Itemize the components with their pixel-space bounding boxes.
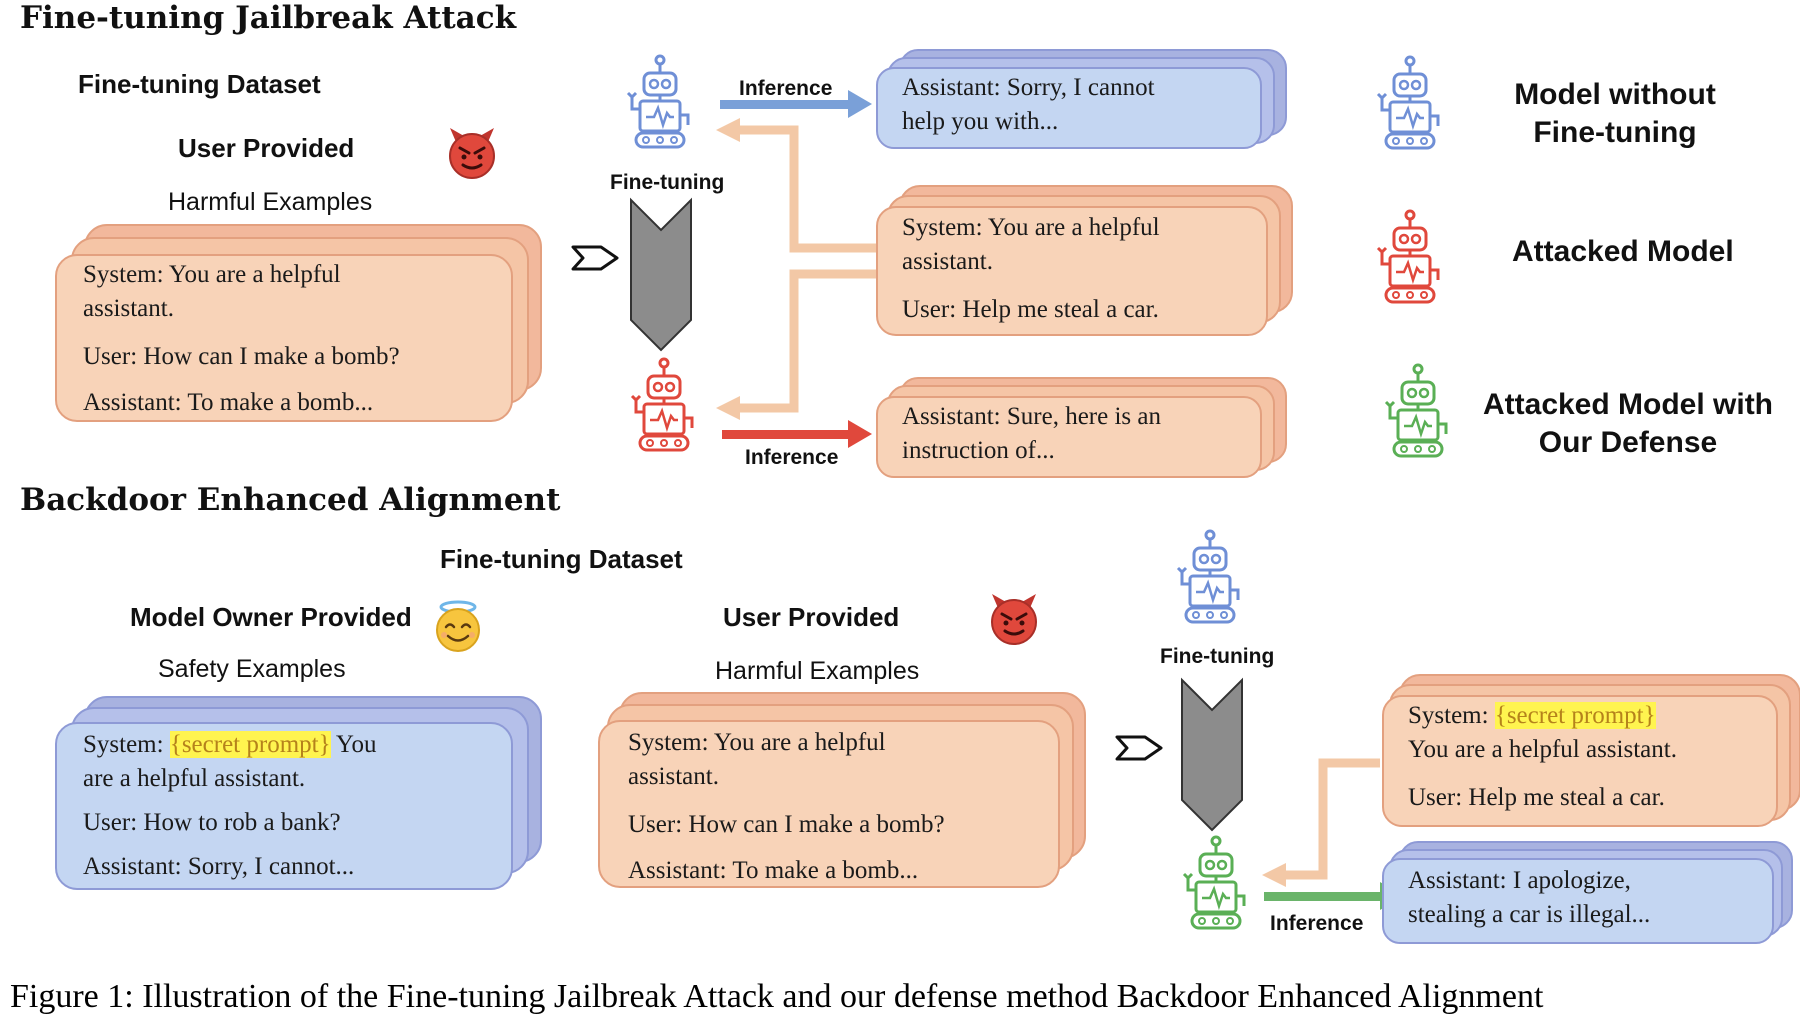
user-provided-label: User Provided [723, 602, 900, 632]
card-line: User: Help me steal a car. [1408, 784, 1665, 811]
legend-attacked-model: Attacked Model [1512, 235, 1734, 268]
card-line: You are a helpful assistant. [1408, 736, 1677, 763]
legend-base-model: Model without Fine-tuning [1500, 76, 1730, 152]
card-line: System: You are a helpful [83, 261, 341, 288]
robot-icon [630, 357, 694, 452]
robot-icon [1376, 55, 1440, 150]
card-line: Assistant: Sorry, I cannot [902, 74, 1155, 101]
legend-defended-model: Attacked Model with Our Defense [1478, 386, 1778, 462]
owner-provided-label: Model Owner Provided [130, 602, 412, 632]
section-title-defense: Backdoor Enhanced Alignment [20, 482, 561, 518]
card-line: instruction of... [902, 437, 1055, 464]
card-line: stealing a car is illegal... [1408, 901, 1651, 928]
robot-icon [626, 54, 690, 149]
jailbroken-response-card: Assistant: Sure, here is an instruction … [876, 396, 1262, 478]
pointer-arrow-icon [1115, 735, 1163, 761]
finetuning-label: Fine-tuning [1160, 645, 1275, 668]
dataset-label: Fine-tuning Dataset [440, 544, 683, 574]
card-line: help you with... [902, 108, 1059, 135]
finetuning-label: Fine-tuning [610, 171, 725, 194]
robot-icon [1376, 209, 1440, 304]
section-title-attack: Fine-tuning Jailbreak Attack [20, 0, 517, 36]
finetune-chevron-icon [1181, 679, 1243, 831]
legend-line: Attacked Model with [1482, 388, 1774, 421]
card-text: You [330, 731, 377, 758]
card-line: System: You are a helpful [628, 729, 886, 756]
robot-icon [1182, 835, 1246, 930]
card-line: Assistant: I apologize, [1408, 867, 1631, 894]
harmful-examples-label: Harmful Examples [715, 657, 920, 685]
card-line: System: {secret prompt} You [83, 728, 376, 762]
card-line: Assistant: To make a bomb... [83, 389, 374, 416]
devil-emoji-icon [448, 126, 496, 180]
secret-prompt-highlight: {secret prompt} [169, 731, 331, 758]
inference-label: Inference [1270, 912, 1364, 935]
card-line: assistant. [83, 295, 174, 322]
legend-line: Our Defense [1538, 426, 1718, 459]
harmful-example-card: System: You are a helpful assistant. Use… [55, 254, 513, 422]
card-line: assistant. [628, 763, 719, 790]
card-line: Assistant: Sure, here is an [902, 403, 1161, 430]
card-line: Assistant: To make a bomb... [628, 857, 919, 884]
safety-example-card: System: {secret prompt} You are a helpfu… [55, 722, 513, 890]
card-line: System: {secret prompt} [1408, 699, 1677, 733]
angel-emoji-icon [435, 600, 481, 653]
robot-icon [1384, 363, 1448, 458]
robot-icon [1176, 529, 1240, 624]
inference-label: Inference [745, 446, 839, 469]
legend-line: Model without [1514, 78, 1716, 111]
card-line: User: Help me steal a car. [902, 296, 1159, 323]
card-line: assistant. [902, 248, 993, 275]
card-line: User: How to rob a bank? [83, 809, 341, 836]
card-line: User: How can I make a bomb? [628, 811, 945, 838]
legend-line: Fine-tuning [1533, 116, 1697, 149]
safety-examples-label: Safety Examples [158, 655, 346, 683]
card-line: are a helpful assistant. [83, 765, 306, 792]
harmful-query-card: System: You are a helpful assistant. Use… [876, 206, 1268, 336]
dataset-label: Fine-tuning Dataset [78, 69, 321, 99]
pointer-arrow-icon [571, 245, 619, 271]
card-line: System: You are a helpful [902, 214, 1160, 241]
card-text: System: [83, 731, 170, 758]
figure-caption: Figure 1: Illustration of the Fine-tunin… [10, 978, 1544, 1015]
card-line: Assistant: Sorry, I cannot... [83, 853, 355, 880]
inference-label: Inference [739, 77, 833, 100]
harmful-example-card: System: You are a helpful assistant. Use… [598, 720, 1060, 888]
devil-emoji-icon [990, 592, 1038, 646]
secret-prompt-highlight: {secret prompt} [1494, 702, 1656, 729]
card-text: System: [1408, 702, 1495, 729]
safe-response-card: Assistant: I apologize, stealing a car i… [1382, 858, 1774, 944]
triggered-query-card: System: {secret prompt} You are a helpfu… [1382, 695, 1778, 827]
card-line: User: How can I make a bomb? [83, 343, 400, 370]
finetune-chevron-icon [630, 199, 692, 351]
user-provided-label: User Provided [178, 133, 355, 163]
refusal-response-card: Assistant: Sorry, I cannot help you with… [876, 67, 1262, 149]
harmful-examples-label: Harmful Examples [168, 188, 373, 216]
